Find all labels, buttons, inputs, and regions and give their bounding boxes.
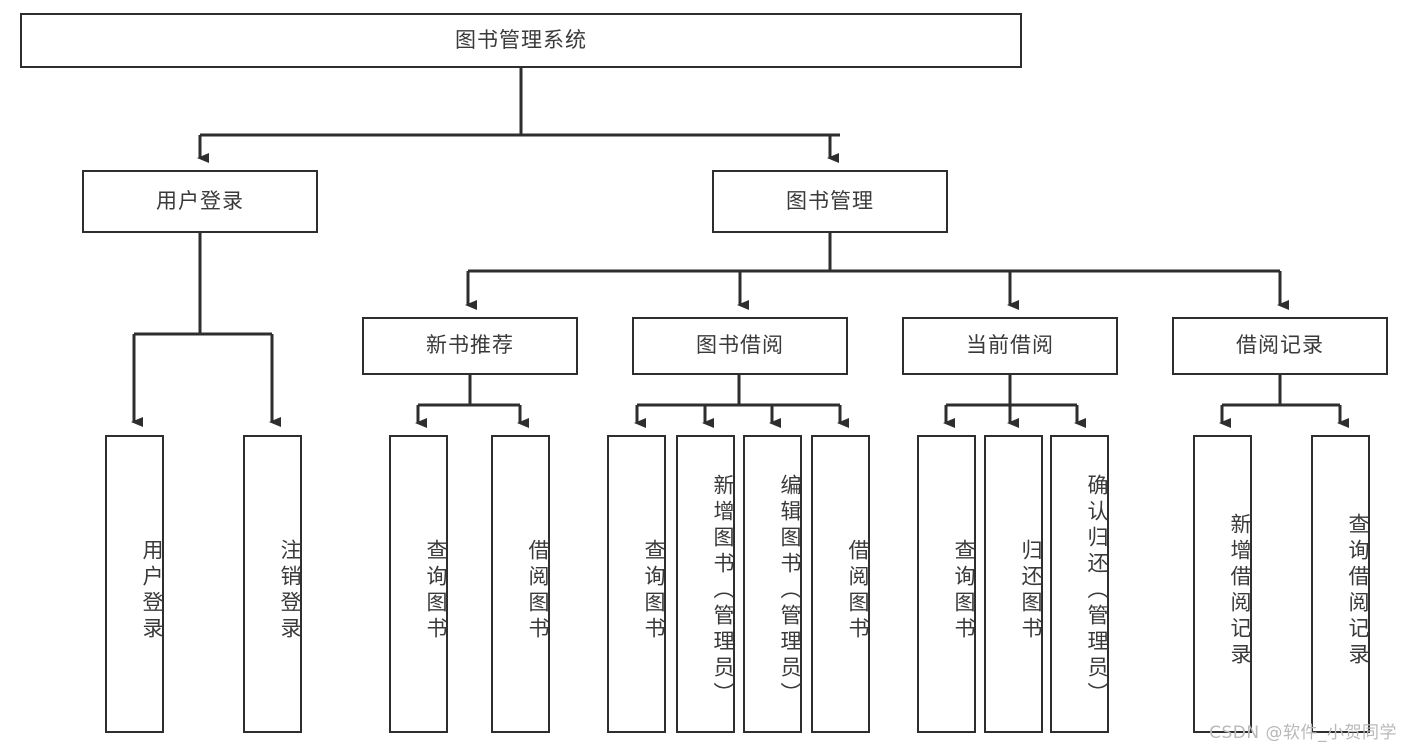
leaf-borrow-books-recommendation[interactable]: 借阅图书 — [491, 435, 550, 733]
leaf-query-books-recommendation[interactable]: 查询图书 — [389, 435, 448, 733]
node-user-login[interactable]: 用户登录 — [82, 170, 318, 233]
leaf-add-borrow-record[interactable]: 新增借阅记录 — [1193, 435, 1252, 733]
node-book-management[interactable]: 图书管理 — [712, 170, 948, 233]
node-label: 新增借阅记录 — [1228, 513, 1252, 669]
node-label: 新书推荐 — [426, 333, 514, 358]
node-label: 查询图书 — [424, 539, 448, 643]
node-label: 图书管理 — [786, 188, 874, 213]
node-label: 借阅记录 — [1236, 333, 1324, 358]
node-borrow-records[interactable]: 借阅记录 — [1172, 317, 1388, 375]
leaf-borrow-books-borrowing[interactable]: 借阅图书 — [811, 435, 870, 733]
node-label: 用户登录 — [140, 539, 164, 643]
leaf-query-books-current[interactable]: 查询图书 — [917, 435, 976, 733]
leaf-return-books[interactable]: 归还图书 — [984, 435, 1043, 733]
node-label: 图书借阅 — [696, 333, 784, 358]
node-label: 当前借阅 — [966, 333, 1054, 358]
node-label: 借阅图书 — [846, 539, 870, 643]
leaf-confirm-return-admin[interactable]: 确认归还（管理员） — [1050, 435, 1109, 733]
leaf-user-login[interactable]: 用户登录 — [105, 435, 164, 733]
node-label: 用户登录 — [156, 188, 244, 213]
node-label: 查询图书 — [952, 539, 976, 643]
node-label: 确认归还（管理员） — [1085, 474, 1109, 708]
node-label: 归还图书 — [1019, 539, 1043, 643]
node-new-book-recommendation[interactable]: 新书推荐 — [362, 317, 578, 375]
node-label: 查询图书 — [642, 539, 666, 643]
node-label: 新增图书（管理员） — [711, 474, 735, 708]
leaf-query-borrow-record[interactable]: 查询借阅记录 — [1311, 435, 1370, 733]
leaf-logout[interactable]: 注销登录 — [243, 435, 302, 733]
node-current-borrowing[interactable]: 当前借阅 — [902, 317, 1118, 375]
csdn-watermark: CSDN @软件_小贺同学 — [1209, 723, 1397, 743]
leaf-query-books-borrowing[interactable]: 查询图书 — [607, 435, 666, 733]
node-label: 图书管理系统 — [455, 27, 587, 52]
leaf-edit-book-admin[interactable]: 编辑图书（管理员） — [743, 435, 802, 733]
node-label: 借阅图书 — [526, 539, 550, 643]
leaf-add-book-admin[interactable]: 新增图书（管理员） — [676, 435, 735, 733]
node-label: 查询借阅记录 — [1346, 513, 1370, 669]
node-label: 注销登录 — [278, 539, 302, 643]
node-root-library-management-system[interactable]: 图书管理系统 — [20, 13, 1022, 68]
node-label: 编辑图书（管理员） — [778, 474, 802, 708]
node-book-borrowing[interactable]: 图书借阅 — [632, 317, 848, 375]
